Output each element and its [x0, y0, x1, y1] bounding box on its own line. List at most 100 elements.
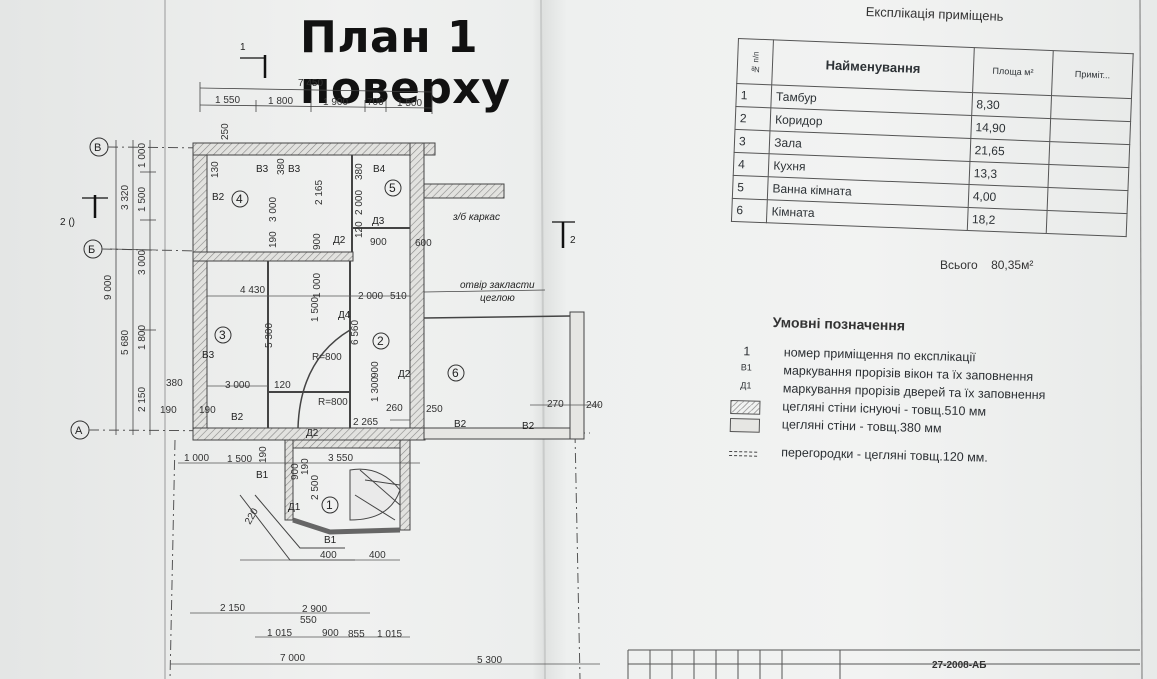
legend-title: Умовні позначення — [772, 314, 906, 334]
section-1-label: 1 — [240, 42, 246, 53]
window-mark: В1 — [324, 535, 337, 546]
walls-existing — [192, 142, 436, 441]
dim-inner: 120 — [354, 221, 365, 238]
room-number: 6 — [452, 366, 459, 380]
cell-area: 4,00 — [967, 184, 1049, 211]
dim-inner: 240 — [586, 400, 603, 411]
section-2-label: 2 — [570, 235, 576, 246]
dim-porch: 3 550 — [328, 453, 353, 464]
legend-text: цегляні стіни - товщ.380 мм — [781, 417, 942, 436]
dim-porch: 1 000 — [184, 453, 209, 464]
dim-top: 700 — [367, 97, 384, 108]
drawing-code: 27-2008-АБ — [932, 660, 987, 671]
dim-inner: 2 000 — [354, 190, 365, 215]
cell-note — [1046, 210, 1128, 237]
dim-left: 9 000 — [103, 275, 114, 300]
legend-key: В1 — [740, 362, 753, 373]
dim-inner: 260 — [386, 403, 403, 414]
dim-inner: 1 500 — [310, 297, 321, 322]
dim-porch: 900 — [290, 463, 301, 480]
dim-inner: 380 — [276, 158, 287, 175]
col-header-area: Площа м² — [972, 47, 1054, 96]
col-header-note: Приміт... — [1051, 50, 1134, 99]
section-2-left-label: 2 () — [60, 217, 75, 228]
room-number: 1 — [326, 498, 333, 512]
window-mark: В3 — [256, 164, 269, 175]
dim-inner: 900 — [370, 237, 387, 248]
window-mark: В2 — [454, 419, 467, 430]
dim-inner: 250 — [426, 404, 443, 415]
dim-left: 3 320 — [120, 185, 131, 210]
door-mark: Д2 — [306, 428, 319, 439]
dim-porch: 1 500 — [227, 454, 252, 465]
dim-inner: 3 000 — [268, 197, 279, 222]
dim-left: 2 150 — [137, 387, 148, 412]
cell-area: 14,90 — [970, 115, 1052, 142]
dim-inner: 5 300 — [264, 323, 275, 348]
dim-inner: 2 265 — [353, 417, 378, 428]
note-opening: отвір закласти — [460, 280, 535, 291]
legend: 1 номер приміщення по експлікації В1 мар… — [729, 344, 1112, 472]
dim-porch: 220 — [243, 506, 261, 526]
door-mark: Д3 — [372, 216, 385, 227]
dim-inner: 3 000 — [225, 380, 250, 391]
dim-inner: 4 430 — [240, 285, 265, 296]
wall-swatch — [729, 417, 761, 433]
note-brick: цеглою — [480, 293, 515, 304]
dim-top: 1 800 — [268, 96, 293, 107]
porch-dimension-lines — [170, 462, 600, 665]
cell-area: 18,2 — [967, 207, 1048, 234]
door-mark: Д1 — [288, 502, 301, 513]
dim-inner: 510 — [390, 291, 407, 302]
room-number: 5 — [389, 181, 396, 195]
dim-radius: R=800 — [318, 397, 348, 408]
room-number: 3 — [219, 328, 226, 342]
dim-bottom: 1 015 — [377, 629, 402, 640]
total-label: Всього — [940, 258, 978, 272]
left-dimension-lines — [109, 140, 157, 435]
dim-left: 1 500 — [137, 187, 148, 212]
dim-inner: 900 — [312, 233, 323, 250]
dim-top-total: 7 450 — [298, 78, 323, 89]
cell-num: 1 — [735, 83, 772, 108]
room-number: 2 — [377, 334, 384, 348]
dim-bottom: 1 015 — [267, 628, 292, 639]
cell-note — [1051, 95, 1132, 122]
cell-num: 5 — [732, 175, 769, 200]
dim-inner: 1 000 — [312, 273, 323, 298]
door-mark: Д2 — [398, 369, 411, 380]
dim-inner: 130 — [210, 161, 221, 178]
total-value: 80,35м² — [991, 258, 1034, 272]
dim-left: 1 000 — [137, 143, 148, 168]
dim-bottom: 7 000 — [280, 653, 305, 664]
dim-inner: 900 — [370, 361, 381, 378]
window-mark: В1 — [256, 470, 269, 481]
cell-num: 6 — [731, 198, 768, 223]
cell-num: 4 — [733, 152, 770, 177]
dim-inner: 190 — [268, 231, 279, 248]
dim-top: 1 550 — [215, 95, 240, 106]
partitions — [267, 155, 410, 429]
cell-note — [1048, 164, 1129, 191]
dim-inner: 190 — [199, 405, 216, 416]
title-block-stamp — [627, 649, 1140, 679]
cell-area: 21,65 — [969, 138, 1051, 165]
dim-bottom: 2 150 — [220, 603, 245, 614]
axis-v-label: В — [94, 142, 101, 154]
dim-inner: 380 — [166, 378, 183, 389]
legend-text: перегородки - цегляні товщ.120 мм. — [780, 445, 989, 465]
cell-num: 2 — [734, 106, 772, 131]
dim-inner: 600 — [415, 238, 432, 249]
section-marks — [82, 55, 575, 248]
window-mark: В2 — [522, 421, 535, 432]
dim-left: 1 800 — [137, 325, 148, 350]
inner-dimension-lines — [207, 289, 600, 421]
partition-swatch — [729, 450, 758, 457]
dim-inner: 6 560 — [350, 320, 361, 345]
col-header-num: № п/п — [736, 38, 774, 85]
dim-bottom: 5 300 — [477, 655, 502, 666]
dim-inner: 250 — [220, 123, 231, 140]
dim-inner: 190 — [160, 405, 177, 416]
dim-porch: 190 — [300, 458, 311, 475]
room-numbers: 1 2 3 4 5 6 — [214, 179, 465, 514]
